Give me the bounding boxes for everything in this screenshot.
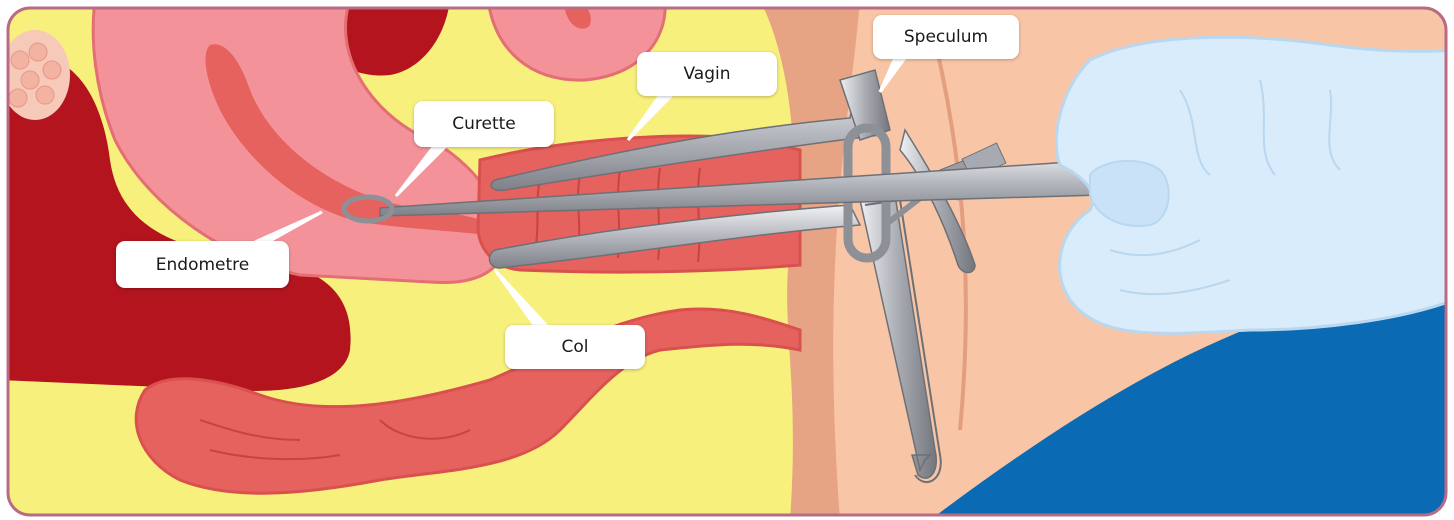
- label-vagin-text: Vagin: [683, 64, 730, 84]
- label-col: Col: [505, 325, 645, 369]
- label-vagin: Vagin: [637, 52, 777, 96]
- gloved-hand: [1056, 37, 1454, 333]
- label-curette: Curette: [414, 101, 554, 147]
- label-speculum-text: Speculum: [904, 27, 988, 47]
- label-curette-text: Curette: [452, 114, 516, 134]
- label-endometre: Endometre: [116, 241, 289, 288]
- ovary: [0, 30, 70, 120]
- label-speculum: Speculum: [873, 15, 1019, 59]
- label-col-text: Col: [562, 337, 589, 357]
- label-endometre-text: Endometre: [156, 255, 249, 275]
